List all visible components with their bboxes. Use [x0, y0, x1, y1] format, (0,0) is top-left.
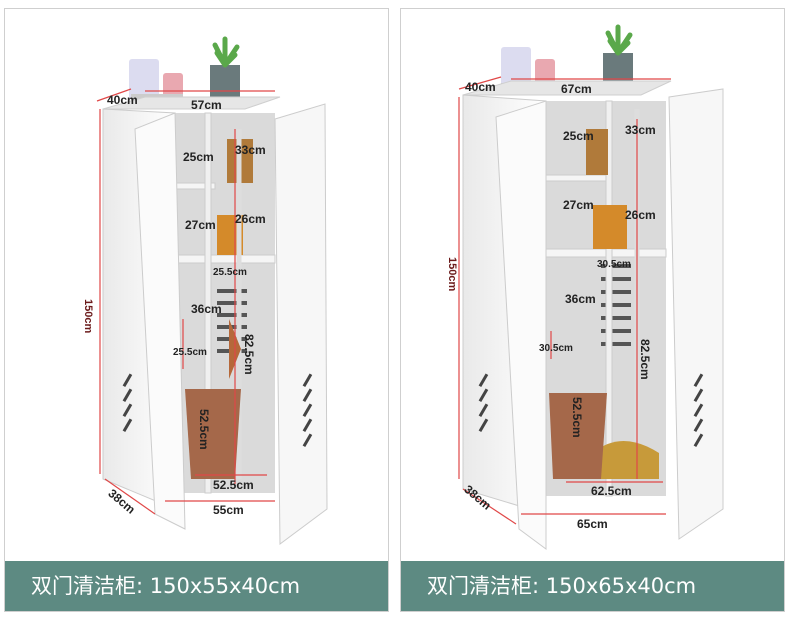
dim-shelf-8: 82.5cm: [638, 339, 652, 380]
dim-shelf-5: 30.5cm: [597, 259, 631, 270]
dim-shelf-4: 26cm: [235, 212, 266, 226]
dim-shelf-6: 36cm: [191, 302, 222, 316]
caption-right: 双门清洁柜: 150x65x40cm: [401, 561, 784, 611]
dim-shelf-4: 26cm: [625, 208, 656, 222]
dim-shelf-2: 33cm: [235, 143, 266, 157]
dim-width-bottom: 55cm: [213, 503, 244, 517]
dim-width-bottom: 65cm: [577, 517, 608, 531]
dim-shelf-6: 36cm: [565, 292, 596, 306]
basket: [586, 129, 608, 175]
product-image-left: 40cm 57cm 150cm 38cm 55cm 25cm 33cm 27cm…: [4, 8, 389, 612]
bucket: [185, 389, 241, 479]
cabinet-vents: [601, 264, 631, 346]
door-vents: [122, 373, 313, 448]
dim-shelf-10: 52.5cm: [213, 478, 254, 492]
dim-shelf-2: 33cm: [625, 123, 656, 137]
dim-shelf-1: 25cm: [563, 129, 594, 143]
dim-shelf-3: 27cm: [185, 218, 216, 232]
dim-shelf-3: 27cm: [563, 198, 594, 212]
dim-depth-top: 40cm: [465, 80, 496, 94]
dim-depth-top: 40cm: [107, 93, 138, 107]
dimension-lines: [96, 88, 275, 515]
dim-width-top: 57cm: [191, 98, 222, 112]
dim-shelf-8: 82.5cm: [242, 334, 256, 375]
dim-shelf-10: 62.5cm: [591, 484, 632, 498]
dim-width-top: 67cm: [561, 82, 592, 96]
dustpan: [593, 441, 659, 479]
door-vents: [478, 373, 704, 448]
bucket: [549, 393, 607, 479]
dim-shelf-7: 25.5cm: [173, 347, 207, 358]
detergent: [593, 205, 627, 249]
dim-shelf-9: 52.5cm: [197, 409, 211, 450]
dim-shelf-7: 30.5cm: [539, 343, 573, 354]
potted-plant: [210, 36, 240, 97]
cabinet-photo-right: 40cm 67cm 150cm 38cm 65cm 25cm 33cm 27cm…: [401, 9, 784, 561]
dimension-lines: [458, 76, 671, 525]
cabinet-photo-left: 40cm 57cm 150cm 38cm 55cm 25cm 33cm 27cm…: [5, 9, 388, 561]
potted-plant: [603, 24, 633, 83]
product-image-right: 40cm 67cm 150cm 38cm 65cm 25cm 33cm 27cm…: [400, 8, 785, 612]
dim-shelf-9: 52.5cm: [570, 397, 584, 438]
caption-left: 双门清洁柜: 150x55x40cm: [5, 561, 388, 611]
dim-height: 150cm: [446, 257, 458, 291]
dim-height: 150cm: [82, 299, 94, 333]
dim-shelf-5: 25.5cm: [213, 267, 247, 278]
dim-shelf-1: 25cm: [183, 150, 214, 164]
